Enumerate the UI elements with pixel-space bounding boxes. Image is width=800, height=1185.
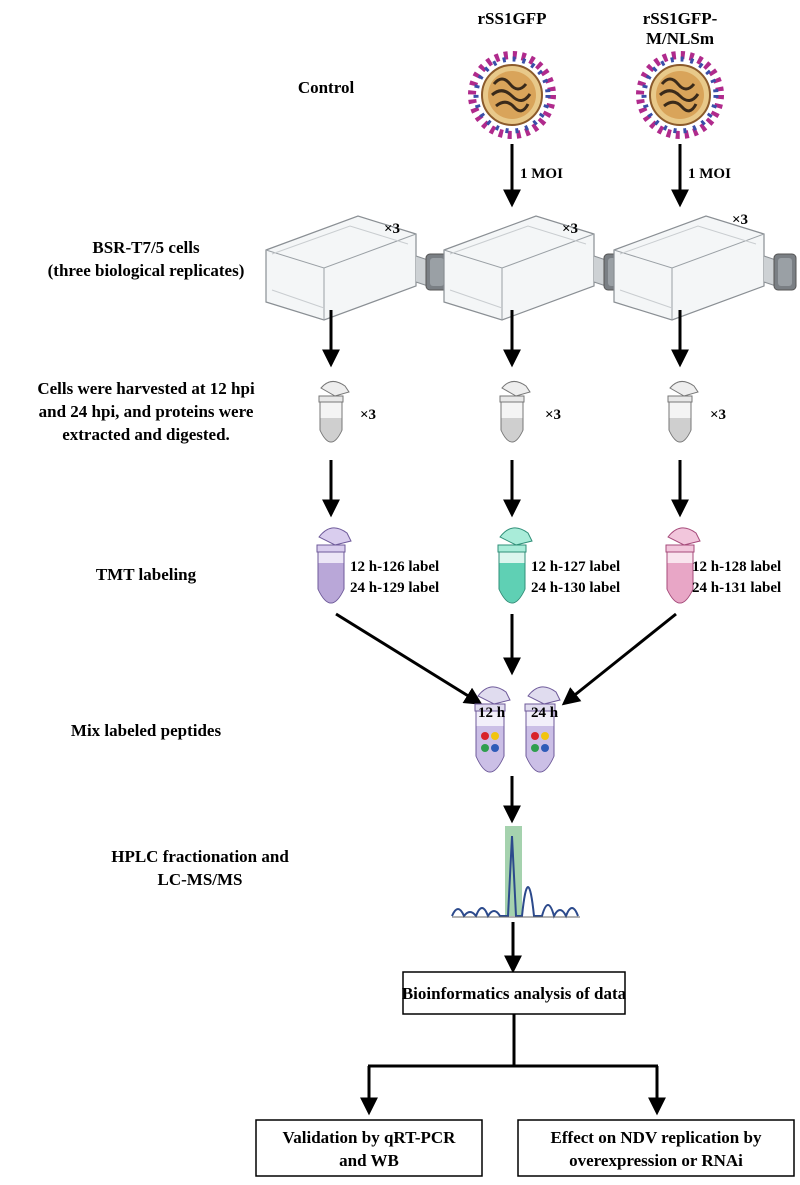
step-label-hplc-line2: LC-MS/MS	[158, 870, 243, 889]
tube-labeled-control	[316, 527, 352, 604]
tmt-label-control-12h: 12 h-126 label	[350, 559, 439, 575]
step-label-tmt: TMT labeling	[96, 565, 197, 584]
flask-mutant	[613, 215, 797, 321]
replicate-flask-control: ×3	[384, 221, 400, 237]
tmt-label-mutant-12h: 12 h-128 label	[692, 559, 781, 575]
tube-labeled-rss1gfp	[497, 527, 533, 604]
column-header-mutant-line1: rSS1GFP-	[643, 9, 718, 28]
mix-tube-label-24h: 24 h	[531, 705, 559, 721]
chromatogram-icon	[451, 826, 580, 919]
tube-labeled-mutant	[665, 527, 701, 604]
box-validation-line1: Validation by qRT-PCR	[283, 1128, 457, 1147]
step-label-harvest-line2: and 24 hpi, and proteins were	[39, 402, 254, 421]
step-label-cells-line1: BSR-T7/5 cells	[92, 238, 200, 257]
tube-gray-control	[318, 380, 350, 443]
mix-tube-24h	[524, 686, 561, 773]
virus-icon-rss1gfp	[468, 51, 556, 139]
moi-label-mutant: 1 MOI	[688, 166, 731, 182]
mix-tube-label-12h: 12 h	[478, 705, 506, 721]
box-bioinformatics	[402, 971, 626, 1015]
tmt-label-control-24h: 24 h-129 label	[350, 580, 439, 596]
moi-label-rss1gfp: 1 MOI	[520, 166, 563, 182]
column-header-rss1gfp: rSS1GFP	[478, 9, 547, 28]
column-header-control: Control	[298, 78, 355, 97]
arrow-merge-control	[335, 612, 483, 705]
replicate-tube-control: ×3	[360, 407, 376, 423]
mix-tube-12h	[474, 686, 511, 773]
tube-gray-rss1gfp	[499, 380, 531, 443]
tmt-label-rss1gfp-24h: 24 h-130 label	[531, 580, 620, 596]
box-bioinformatics-text: Bioinformatics analysis of data	[402, 984, 627, 1003]
tmt-label-mutant-24h: 24 h-131 label	[692, 580, 781, 596]
replicate-flask-mutant: ×3	[732, 212, 748, 228]
flask-rss1gfp	[443, 215, 627, 321]
step-label-hplc-line1: HPLC fractionation and	[111, 847, 289, 866]
virus-icon-mutant	[636, 51, 724, 139]
replicate-tube-rss1gfp: ×3	[545, 407, 561, 423]
box-effect-line1: Effect on NDV replication by	[551, 1128, 762, 1147]
arrow-merge-mutant	[561, 612, 677, 706]
tmt-label-rss1gfp-12h: 12 h-127 label	[531, 559, 620, 575]
step-label-cells-line2: (three biological replicates)	[48, 261, 245, 280]
step-label-harvest-line1: Cells were harvested at 12 hpi	[37, 379, 255, 398]
step-label-harvest-line3: extracted and digested.	[62, 425, 230, 444]
replicate-tube-mutant: ×3	[710, 407, 726, 423]
box-effect-line2: overexpression or RNAi	[569, 1151, 743, 1170]
box-effect	[517, 1119, 795, 1177]
replicate-flask-rss1gfp: ×3	[562, 221, 578, 237]
flask-control	[265, 215, 449, 321]
tube-gray-mutant	[667, 380, 699, 443]
column-header-mutant-line2: M/NLSm	[646, 29, 714, 48]
box-validation-line2: and WB	[339, 1151, 399, 1170]
box-validation	[255, 1119, 483, 1177]
step-label-mix: Mix labeled peptides	[71, 721, 222, 740]
